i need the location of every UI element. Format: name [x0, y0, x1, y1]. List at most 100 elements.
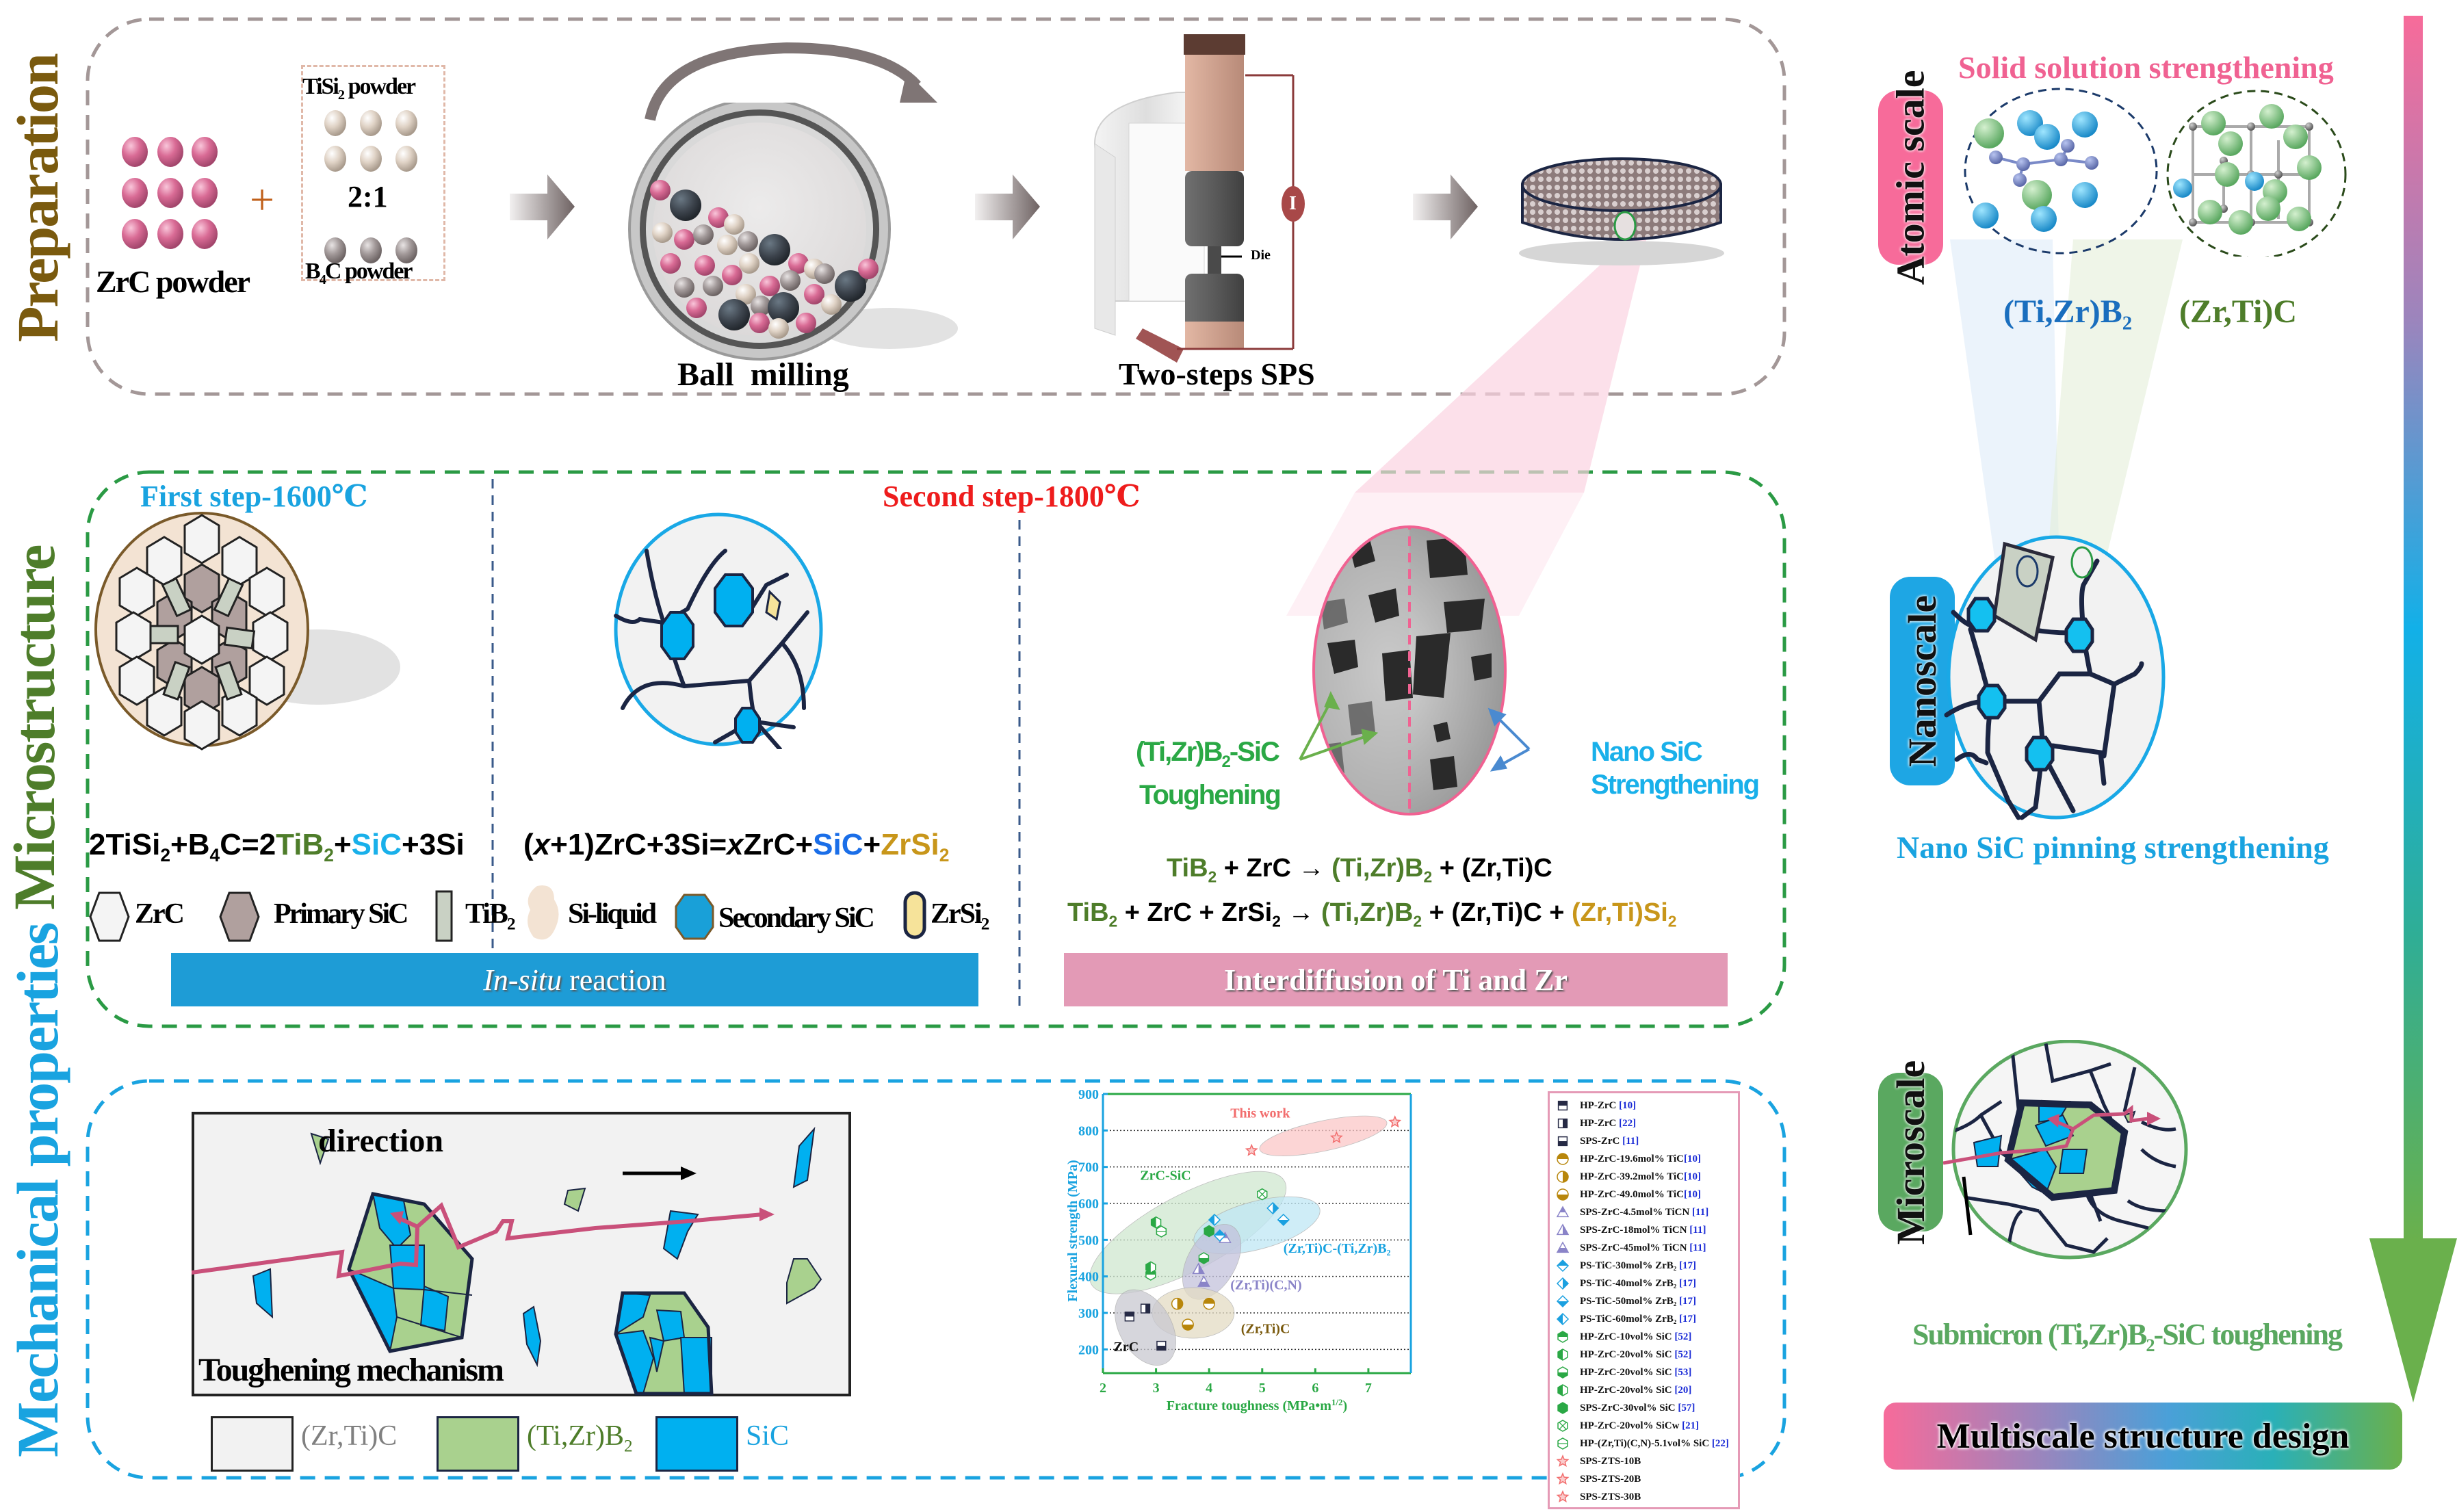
legend-marker — [1557, 1136, 1568, 1147]
x-tick-label: 2 — [1100, 1381, 1106, 1396]
eq3-sub: 2 — [1423, 868, 1433, 886]
process-arrows — [510, 174, 1478, 239]
legend-entry: HP-ZrC-49.0mol% TiC[10] — [1555, 1184, 1701, 1205]
atomic-scale-badge: Atomic scale — [1878, 70, 1943, 285]
x-tick-label: 6 — [1312, 1381, 1318, 1396]
legend-marker-icon — [1556, 1294, 1570, 1308]
legend-marker — [1557, 1118, 1568, 1129]
group-label: (Zr,Ti)C — [1241, 1321, 1290, 1336]
legend-tib2: TiB2 — [465, 898, 515, 934]
toughening-mechanism-label: Toughening mechanism — [198, 1352, 504, 1388]
legend-ref: [17] — [1679, 1313, 1697, 1325]
legend-text: HP-ZrC — [1580, 1099, 1620, 1111]
legend-entry: HP-ZrC-20vol% SiC [53] — [1555, 1362, 1691, 1383]
legend-marker — [1556, 1205, 1570, 1218]
legend-entry: PS-TiC-60mol% ZrB₂ [17] — [1555, 1309, 1696, 1329]
legend-zrsi2-text: ZrSi — [931, 898, 983, 930]
legend-marker — [1557, 1384, 1568, 1396]
data-point-14 — [1150, 1216, 1162, 1229]
data-point-16 — [1145, 1261, 1156, 1274]
legend-tizrb2-text: (Ti,Zr)B — [527, 1420, 624, 1452]
second-step-title: Second step-1800℃ — [883, 480, 1141, 513]
legend-marker — [1557, 1402, 1568, 1414]
data-point-19 — [1156, 1225, 1167, 1238]
legend-text: SPS-ZTS-30B — [1580, 1491, 1641, 1502]
blob-beige-icon — [528, 885, 559, 940]
legend-marker-icon — [1557, 1437, 1568, 1450]
eq4-p1: (Ti,Zr)B — [1321, 898, 1414, 927]
eq3-p2: + (Zr,Ti)C — [1432, 854, 1552, 883]
multiscale-design-banner: Multiscale structure design — [1884, 1403, 2402, 1470]
eq2-sub: 2 — [939, 844, 950, 865]
legend-entry: SPS-ZrC-45mol% TiCN [11] — [1555, 1238, 1706, 1258]
rectangle-gray-icon — [435, 890, 453, 942]
legend-ref: [11] — [1689, 1224, 1706, 1236]
legend-ref: [10] — [1683, 1153, 1701, 1164]
legend-tizrb2-label: (Ti,Zr)B2 — [527, 1420, 633, 1456]
x-tick-label: 5 — [1259, 1381, 1266, 1396]
eq2-part: +1)ZrC+3Si= — [550, 828, 727, 861]
legend-marker — [1556, 1312, 1570, 1326]
legend-ref: [10] — [1619, 1099, 1637, 1111]
eq2-sic: SiC — [813, 828, 863, 861]
legend-tib2-text: TiB — [465, 898, 508, 930]
legend-entry: HP-(Zr,Ti)(C,N)-5.1vol% SiC [22] — [1555, 1433, 1729, 1454]
microscale-badge: Microscale — [1878, 1060, 1943, 1244]
legend-entry: HP-ZrC-39.2mol% TiC[10] — [1555, 1166, 1701, 1187]
microstructure-frame — [86, 470, 1786, 1028]
sem-right-1: Nano SiC — [1591, 737, 1703, 767]
legend-swatch-sic — [655, 1416, 738, 1472]
legend-marker-icon — [1556, 1205, 1570, 1218]
legend-entry: HP-ZrC-20vol% SiC [52] — [1555, 1344, 1691, 1365]
eq2-zrsi2: ZrSi — [881, 828, 939, 861]
eq1-part: 2TiSi — [89, 828, 161, 861]
toughening-mechanism-diagram — [192, 1112, 851, 1396]
legend-marker — [1557, 1153, 1569, 1165]
legend-zrsi2: ZrSi2 — [931, 898, 989, 934]
legend-entry: PS-TiC-50mol% ZrB₂ [17] — [1555, 1291, 1696, 1312]
nano-pinning-label: Nano SiC pinning strengthening — [1897, 830, 2329, 865]
sem-micrograph — [1312, 525, 1507, 816]
legend-marker-icon — [1556, 1312, 1570, 1326]
eq2-x: x — [533, 828, 551, 861]
legend-marker-icon — [1557, 1136, 1568, 1147]
legend-marker-icon — [1556, 1490, 1570, 1503]
nanoscale-badge: Nanoscale — [1890, 577, 1955, 785]
eq4-sub: 2 — [1272, 912, 1281, 930]
zrtic-label: (Zr,Ti)C — [2179, 294, 2298, 330]
data-point-17 — [1204, 1225, 1214, 1238]
y-tick-label: 300 — [1078, 1306, 1099, 1321]
eq2-part: ZrC+ — [743, 828, 814, 861]
legend-marker-icon — [1557, 1348, 1568, 1361]
legend-text: HP-ZrC — [1580, 1117, 1620, 1129]
legend-entry: SPS-ZrC [11] — [1555, 1131, 1639, 1151]
legend-ref: [17] — [1679, 1295, 1697, 1307]
ball-milling-label: Ball milling — [677, 356, 849, 393]
legend-marker-icon — [1556, 1223, 1570, 1236]
group-label: ZrC — [1114, 1340, 1139, 1355]
legend-swatch-tizrb2 — [437, 1416, 519, 1472]
y-tick-label: 800 — [1078, 1123, 1099, 1138]
data-point-20 — [1245, 1143, 1258, 1156]
eq4-sub: 2 — [1413, 912, 1422, 930]
legend-marker — [1556, 1223, 1570, 1236]
legend-text: HP-ZrC-39.2mol% TiC — [1580, 1171, 1684, 1182]
submicron-text: Submicron (Ti,Zr)B — [1912, 1318, 2147, 1351]
eq4-p2: + (Zr,Ti)C + — [1422, 898, 1572, 927]
in-situ-italic: In-situ — [483, 963, 562, 997]
arrow-right-icon — [1413, 174, 1478, 239]
legend-marker — [1557, 1437, 1568, 1450]
legend-entry: HP-ZrC-19.6mol% TiC[10] — [1555, 1149, 1701, 1169]
legend-marker-icon — [1556, 1259, 1570, 1273]
legend-ref: [57] — [1678, 1402, 1695, 1413]
legend-primary-sic: Primary SiC — [274, 898, 408, 930]
legend-sic-label: SiC — [746, 1420, 790, 1452]
legend-ref: [17] — [1679, 1260, 1697, 1271]
legend-marker-icon — [1557, 1366, 1568, 1379]
annotation-arrows — [1299, 691, 1531, 772]
sps-label: Two-steps SPS — [1119, 356, 1315, 391]
mechanical-frame — [86, 1079, 1786, 1480]
legend-text: PS-TiC-30mol% ZrB₂ — [1580, 1260, 1680, 1271]
data-point-18 — [1257, 1188, 1268, 1201]
